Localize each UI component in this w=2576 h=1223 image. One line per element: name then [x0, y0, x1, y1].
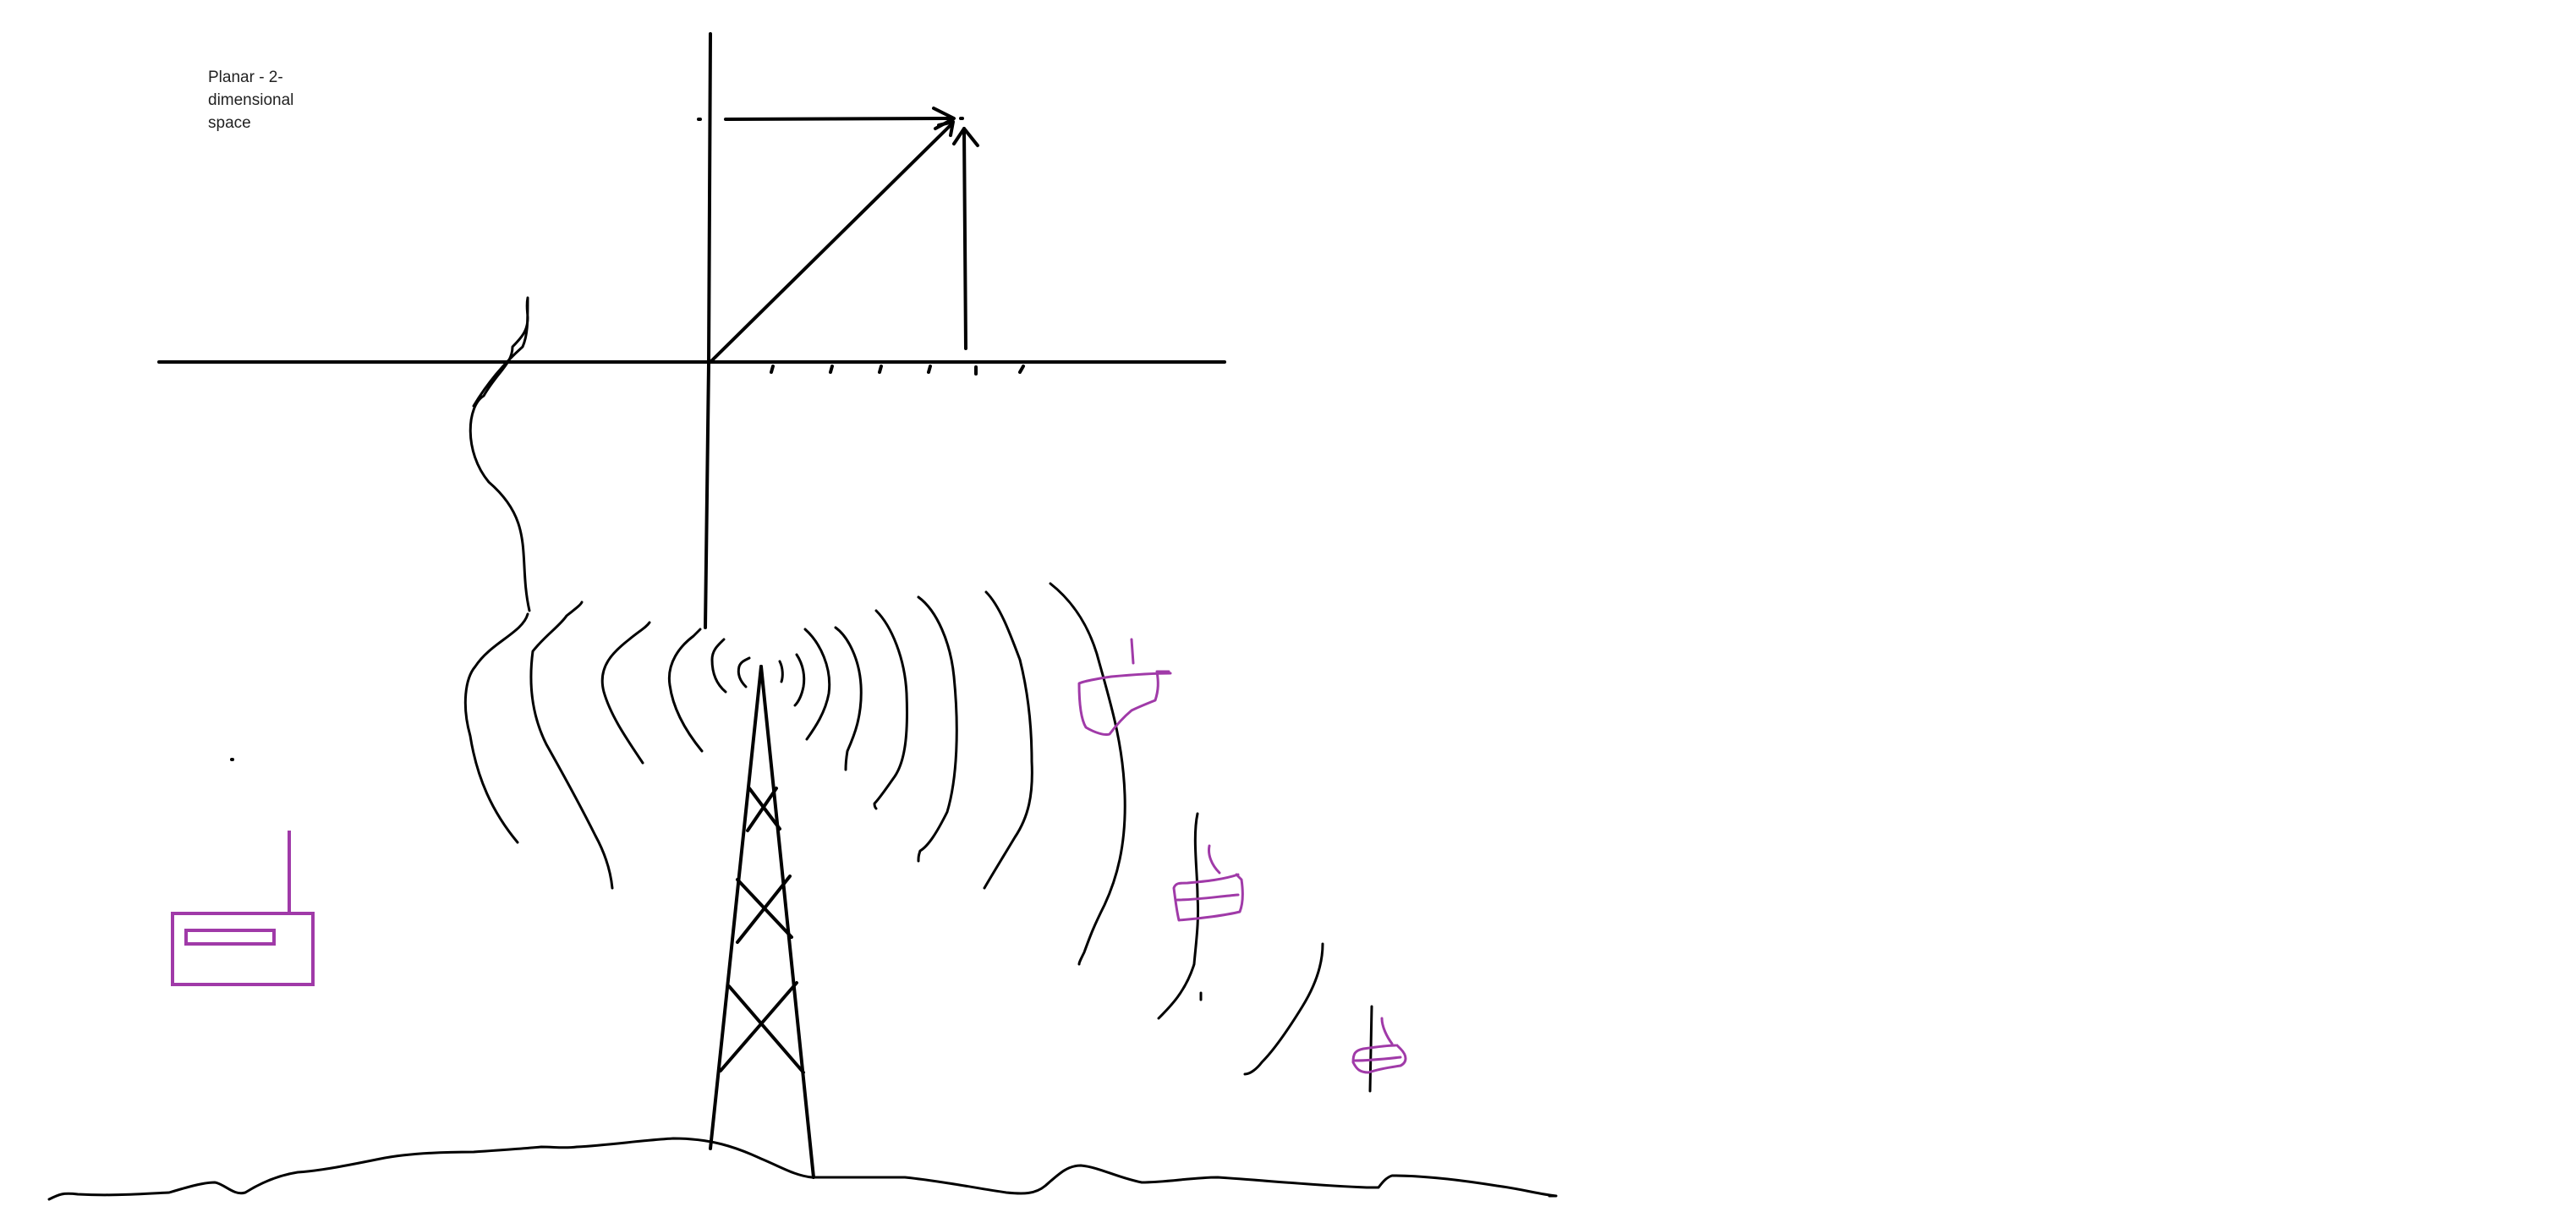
- y-component-arrow: [962, 127, 967, 350]
- caption-line-1: Planar - 2-: [208, 69, 283, 86]
- receiver-device-icon: [1077, 638, 1172, 736]
- caption-line-2: dimensional: [208, 91, 294, 109]
- vector-diagonal: [709, 123, 952, 364]
- coordinate-plane: [157, 32, 1226, 629]
- x-component-arrow: [724, 117, 954, 121]
- y-axis: [704, 32, 712, 629]
- x-axis-ticks: [770, 365, 1025, 376]
- receiver-device-icon: [1172, 844, 1244, 922]
- radio-waves-left: [463, 296, 751, 890]
- x-component-arrowhead: [932, 107, 956, 130]
- radio-icon: [171, 831, 315, 986]
- transmission-tower-icon: [709, 665, 815, 1179]
- diagram-caption: Planar - 2- dimensional space: [208, 66, 318, 134]
- receiver-device-icon: [1351, 1017, 1407, 1074]
- y-component-arrowhead: [952, 127, 979, 147]
- ground-line: [47, 1137, 1558, 1201]
- caption-line-3: space: [208, 114, 251, 132]
- radio-waves-right: [778, 582, 1373, 1093]
